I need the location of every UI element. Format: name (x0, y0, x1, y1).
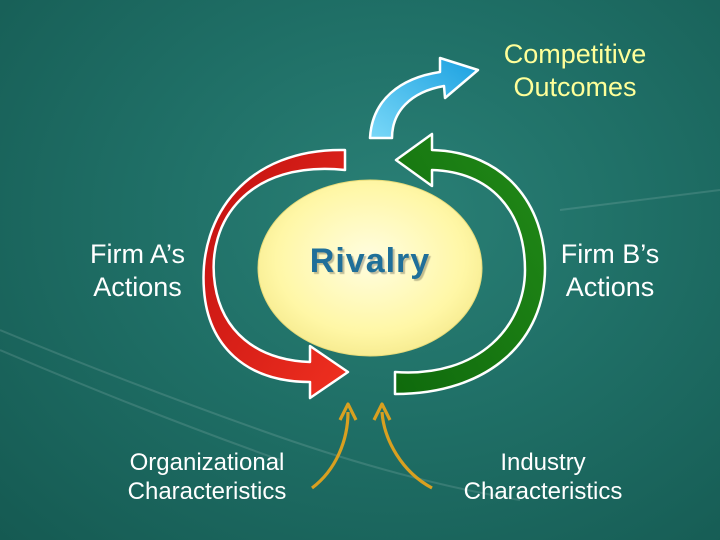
industry-characteristics-label: Industry Characteristics (438, 448, 648, 507)
competitive-outcomes-line1: Competitive (503, 39, 647, 69)
competitive-outcomes-line2: Outcomes (513, 71, 637, 102)
org-line1: Organizational (129, 449, 285, 476)
firm-b-line2: Actions (565, 271, 655, 302)
blue-outcome-arrow (368, 56, 480, 140)
firm-a-actions-label: Firm A’s Actions (55, 238, 220, 304)
competitive-outcomes-label: Competitive Outcomes (470, 38, 680, 104)
green-cycle-arrow (393, 132, 547, 396)
gold-org-arrow (311, 402, 358, 490)
firm-b-line1: Firm B’s (560, 239, 660, 269)
red-cycle-arrow (202, 148, 350, 400)
industry-line1: Industry (500, 449, 586, 476)
organizational-characteristics-label: Organizational Characteristics (92, 448, 322, 507)
firm-a-line1: Firm A’s (89, 239, 185, 269)
industry-line2: Characteristics (463, 478, 623, 506)
rivalry-ellipse (257, 179, 483, 357)
gold-industry-arrow (372, 402, 433, 490)
firm-a-line2: Actions (93, 271, 182, 302)
rivalry-label: Rivalry (309, 242, 431, 280)
firm-b-actions-label: Firm B’s Actions (530, 238, 690, 304)
org-line2: Characteristics (127, 478, 287, 506)
background-decoration (0, 189, 720, 501)
